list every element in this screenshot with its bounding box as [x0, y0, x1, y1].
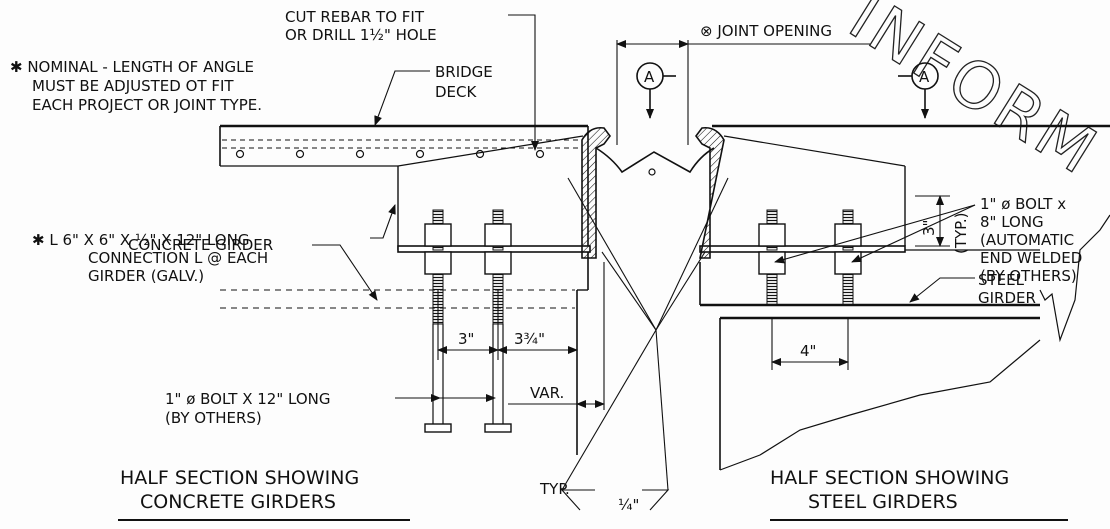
nominal-note-2: MUST BE ADJUSTED OT FIT: [32, 77, 234, 95]
joint-opening-label: ⊗ JOINT OPENING: [700, 22, 832, 40]
section-marker-left: [636, 62, 676, 119]
right-bolt-2: [834, 209, 862, 306]
bridge-deck-label-1: BRIDGE: [435, 63, 493, 81]
bolt8-label-1: 1" ø BOLT x: [980, 195, 1066, 213]
left-joint-extrusion: [581, 126, 611, 259]
steel-girder-label-2: GIRDER: [978, 289, 1036, 307]
dim-3-vertical-label: 3": [920, 220, 938, 236]
angle-label-3: GIRDER (GALV.): [88, 267, 204, 285]
bolt8-label-4: END WELDED: [980, 249, 1082, 267]
typ-vertical-label: (TYP.): [952, 212, 970, 254]
strip-seal-gland: [595, 147, 715, 174]
quarter-inch-label: ¼": [618, 496, 639, 514]
concrete-girder-dashed: [220, 289, 575, 309]
right-bolt-1: [758, 209, 786, 306]
dim-3-3-4-label: 3¾": [514, 330, 545, 348]
steel-girder-break-line: [1039, 214, 1110, 343]
steel-girder-label-1: STEEL: [978, 271, 1025, 289]
right-title-line2: STEEL GIRDERS: [808, 491, 958, 513]
left-title-line2: CONCRETE GIRDERS: [140, 491, 336, 513]
left-title-line1: HALF SECTION SHOWING: [120, 467, 359, 489]
bolt12-label-2: (BY OTHERS): [165, 409, 262, 427]
cut-rebar-label-2: OR DRILL 1½" HOLE: [285, 26, 437, 44]
right-bridge-deck: [699, 124, 1110, 470]
angle-label-2: CONNECTION L @ EACH: [88, 249, 268, 267]
right-joint-extrusion: [695, 126, 725, 259]
left-dimensions: [437, 40, 870, 410]
bolt12-label-1: 1" ø BOLT X 12" LONG: [165, 390, 330, 408]
section-marker-right: [898, 62, 939, 119]
leader-lines: [312, 14, 976, 511]
nominal-note-1: ✱ NOMINAL - LENGTH OF ANGLE: [10, 58, 254, 76]
concrete-girder-label: CONCRETE GIRDER: [128, 236, 273, 254]
steel-girder-bottom-break: [719, 339, 1041, 471]
left-deck-rebar-circles: [235, 149, 545, 159]
section-marker-right-label: A: [919, 68, 930, 86]
cut-rebar-label-1: CUT REBAR TO FIT: [285, 8, 425, 26]
bolt8-label-3: (AUTOMATIC: [980, 231, 1074, 249]
bolt8-label-2: 8" LONG: [980, 213, 1044, 231]
dim-3-label: 3": [458, 330, 474, 348]
nominal-note-3: EACH PROJECT OR JOINT TYPE.: [32, 96, 262, 114]
var-label: VAR.: [530, 384, 564, 402]
dim-4-label: 4": [800, 342, 816, 360]
right-title-line1: HALF SECTION SHOWING: [770, 467, 1009, 489]
bolt8-label-5: (BY OTHERS): [980, 267, 1077, 285]
watermark-text: INFORM: [837, 0, 1110, 191]
seal-center-drain: [648, 168, 656, 176]
right-angle-plate: [699, 245, 906, 253]
angle-label-1: ✱ L 6" X 6" X ½" X 12" LONG: [32, 231, 249, 249]
section-marker-left-label: A: [644, 68, 655, 86]
typ-label: TYP.: [539, 480, 570, 498]
bridge-deck-label-2: DECK: [435, 83, 478, 101]
